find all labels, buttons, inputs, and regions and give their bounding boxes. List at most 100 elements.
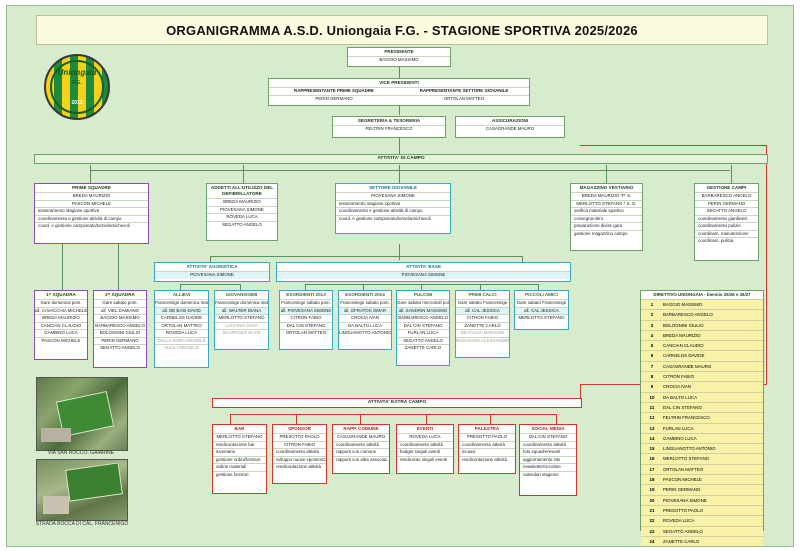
direttivo-member-name: CASAGRANDE MAURO — [663, 363, 712, 369]
vice-name2: ORTOLAN MATTEO — [399, 94, 529, 103]
esordienti2013-title: ESORDIENTI 2013 — [286, 292, 326, 297]
presidente-box: PRESIDENTE BAGGIO MASSIMO — [347, 47, 451, 67]
direttivo-member-name: PERIN GERMANO — [663, 487, 701, 493]
direttivo-member-number: 12 — [649, 415, 655, 421]
direttivo-member-name: CANCIAN CLAUDIO — [663, 343, 704, 349]
esordienti2013-row: CITRON FABIO — [280, 314, 332, 322]
direttivo-member-name: FURLAN LUCA — [663, 425, 694, 431]
direttivo-member-number: 18 — [649, 477, 655, 483]
magazzino-box: MAGAZZINO VESTIARIO BREDA MAURIZIO *P. S… — [570, 183, 643, 251]
settore-giovanile-row: PIOVESANA SIMONE — [336, 192, 450, 200]
squadra1-title: 1^ SQUADRA — [46, 292, 76, 297]
squadra1-box: 1^ SQUADRA Gare domenica pom. all. CAVAC… — [34, 290, 88, 360]
primi-calci-row: CITRON FABIO — [456, 314, 509, 322]
connector — [305, 284, 306, 290]
vice-role: VICE PRESIDENTI — [379, 80, 419, 85]
squadra1-row: BREDA MAURIZIO — [35, 314, 87, 322]
field-pitch — [65, 462, 123, 502]
pulcini-row: DAL CIN STEFANO — [397, 321, 449, 330]
direttivo-member-name: CITRON FABIO — [663, 374, 694, 380]
direttivo-member-name: BOLOGNINI GIULIO — [663, 322, 704, 328]
vice-box: VICE PRESIDENTI RAPPRESENTANTE PRIME SQU… — [268, 78, 530, 106]
eventi-row: coordinamento attività — [397, 440, 453, 449]
direttivo-member-number: 21 — [649, 507, 655, 513]
addetti-row: BREDA MAURIZIO — [207, 198, 277, 206]
direttivo-member-number: 16 — [649, 456, 655, 462]
connector — [243, 165, 244, 183]
social-row: coordinamento attività — [520, 440, 576, 449]
direttivo-member-name: BARBARESCO ANGELO — [663, 312, 713, 318]
agonistica-name: PIOVESANA SIMONE — [155, 271, 269, 279]
primi-calci-row: all. CAL JESSICA — [456, 306, 509, 314]
palestra-row: PRESOTTO PAOLO — [459, 433, 515, 441]
direttivo-member-number: 24 — [649, 538, 655, 544]
direttivo-member-number: 15 — [649, 446, 655, 452]
connector — [606, 165, 607, 183]
magazzino-row: consegna-ritiro — [571, 214, 642, 223]
direttivo-member-name: ORTOLAN MATTEO — [663, 466, 704, 472]
connector — [90, 165, 91, 183]
presidente-name: BAGGIO MASSIMO — [348, 56, 450, 64]
squadra2-row: BARBARESCO ANGELO — [94, 321, 146, 328]
pulcini-row: ZANETTE CARLO — [397, 344, 449, 352]
esordienti2013-row: all. PIOVESANA SIMONE — [280, 306, 332, 314]
settore-giovanile-row: coord. e gestione campionato/tornei/amic… — [336, 214, 450, 223]
field-photo-2 — [36, 459, 128, 521]
allievi-row: VISALI MICHELE — [155, 344, 208, 352]
esordienti2014-row: DA BALTO LUCA — [339, 321, 391, 330]
direttivo-member-name: FELTRIN FRANCESCO — [663, 415, 710, 421]
allievi-row: ROVEDA LUCA — [155, 329, 208, 337]
sponsor-row: rendicontazione attività — [273, 463, 326, 471]
connector — [421, 284, 422, 290]
squadra2-title: 2^ SQUADRA — [105, 292, 135, 297]
esordienti2014-title: ESORDIENTI 2014 — [345, 292, 385, 297]
esordienti2013-sub: Francesinge sabato pom. — [280, 299, 332, 305]
addetti-box: ADDETTI ALL'UTILIZZO DEL DEFIBRILLATORE … — [206, 183, 278, 241]
prime-squadre-box: PRIME SQUADRE BREDA MAURIZIO PASCON MICH… — [34, 183, 149, 244]
connector — [399, 105, 400, 115]
connector — [90, 170, 730, 171]
connector — [731, 165, 732, 183]
pulcini-row: FURLAN LUCA — [397, 329, 449, 337]
connector-red — [230, 414, 231, 424]
photo-caption-2: STRADA BOCCA DI CAL, FRANCENIGO — [35, 521, 129, 527]
pulcini-title: PULCINI — [413, 292, 433, 297]
sponsor-row: coordinamento attività — [273, 448, 326, 456]
allievi-title: ALLIEVI — [172, 292, 191, 297]
esordienti2014-row: LINGUANOTTO ANTONIO — [339, 329, 391, 335]
gestione-campi-row: coordinam. pulizia — [695, 237, 758, 245]
direttivo-member-name: MERLOTTO STEFANO — [663, 456, 710, 462]
bar-row: gestione ordini/fornitori — [213, 455, 266, 464]
giovanissimi-row: LUCIANO GAVA — [215, 321, 268, 330]
direttivo-member-number: 10 — [649, 394, 655, 400]
direttivo-box: DIRETTIVO UNIONGAIA - biennio 25/26 e 26… — [640, 290, 764, 547]
social-row: aggiornamento sito — [520, 455, 576, 464]
direttivo-member-name: GAMBINO LUCA — [663, 435, 697, 441]
base-name: PIOVESANA SIMONE — [277, 271, 570, 279]
connector — [480, 284, 481, 290]
rapp-comune-row: rapporti con altre associaz. — [333, 455, 389, 464]
squadra2-row: BAGGIO MASSIMO — [94, 314, 146, 322]
direttivo-member-number: 11 — [649, 404, 655, 410]
social-box: SOCIAL MEDIA DAL CIN STEFANO coordinamen… — [519, 424, 577, 496]
primi-calci-row: DE FALCO MARIANO — [456, 329, 509, 337]
logo-sub: F.G. — [72, 80, 82, 86]
connector-red — [580, 145, 766, 146]
prime-squadre-title: PRIME SQUADRE — [72, 185, 111, 190]
primi-calci-box: PRIMI CALCI Gare sabato Francesinge all.… — [455, 290, 510, 358]
direttivo-member-name: PRESOTTO PAOLO — [663, 507, 704, 513]
squadra1-row: GAMBINO LUCA — [35, 329, 87, 337]
allievi-box: ALLIEVI Francesinge domenica matt. all. … — [154, 290, 209, 368]
direttivo-member-number: 23 — [649, 528, 655, 534]
direttivo-member-name: DA BALTO LUCA — [663, 394, 697, 400]
field-building — [41, 428, 71, 442]
direttivo-member-name: SEGATTO ANGELO — [663, 528, 703, 534]
